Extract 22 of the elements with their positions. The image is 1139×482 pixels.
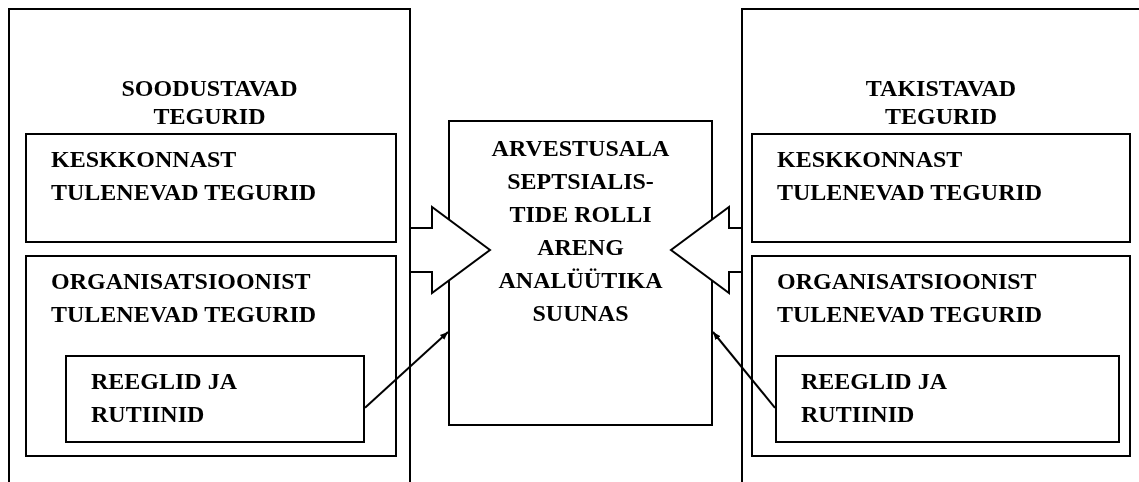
- arrow: [712, 331, 776, 409]
- box-label: ORGANISATSIOONIST TULENEVAD TEGURID: [51, 267, 318, 329]
- box-label: REEGLID JA RUTIINID: [801, 367, 948, 429]
- box-label: ARVESTUSALA SEPTSIALIS- TIDE ROLLI ARENG ANALÜÜTIKA SUUNAS: [490, 134, 671, 328]
- box-label: KESKKONNAST TULENEVAD TEGURID: [777, 145, 1044, 207]
- sub-factor-box: [65, 355, 365, 443]
- block-arrow: [669, 205, 742, 295]
- factor-group-box: [741, 8, 1139, 482]
- factor-box: [25, 255, 397, 457]
- box-label: TAKISTAVAD TEGURID: [864, 74, 1018, 130]
- block-arrow: [410, 205, 492, 295]
- factor-box: [751, 255, 1131, 457]
- box-label: SOODUSTAVAD TEGURID: [120, 74, 299, 130]
- box-label: REEGLID JA RUTIINID: [91, 367, 238, 429]
- factor-group-box: [8, 8, 411, 482]
- box-label: ORGANISATSIOONIST TULENEVAD TEGURID: [777, 267, 1044, 329]
- factor-box: [751, 133, 1131, 243]
- arrow: [364, 331, 449, 409]
- box-label: KESKKONNAST TULENEVAD TEGURID: [51, 145, 318, 207]
- sub-factor-box: [775, 355, 1120, 443]
- central-box: [448, 120, 713, 426]
- factor-box: [25, 133, 397, 243]
